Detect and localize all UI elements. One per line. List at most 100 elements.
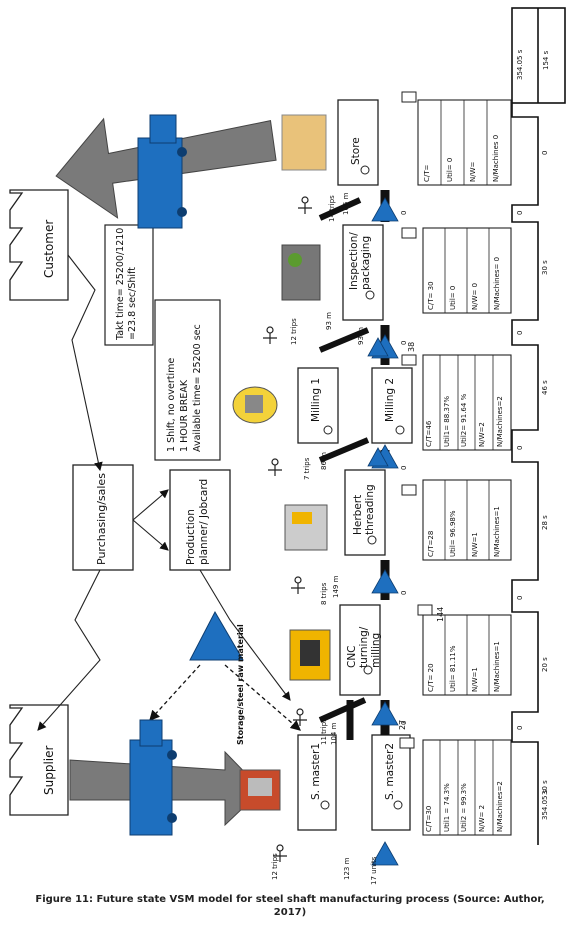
databox1-r4: N/W= 2: [478, 804, 486, 832]
databox3-r3: N/W=1: [471, 532, 479, 557]
timeline-wait-1: 0: [516, 725, 524, 730]
customer-label: Customer: [42, 219, 56, 278]
databox6-r2: Util= 0: [446, 157, 454, 182]
supplier-truck-icon: [129, 719, 177, 836]
transport6-distance: 106 m: [342, 192, 350, 215]
inventory-triangles: [367, 197, 399, 866]
purchasing-box: [72, 464, 134, 571]
timeline-pt-2: 20 s: [541, 657, 549, 672]
vsm-diagram: [9, 7, 566, 866]
transport1-trips: 12 trips: [271, 853, 279, 880]
process-symbols: [320, 165, 405, 810]
data-boxes: [417, 99, 512, 836]
shift-line1: 1 Shift, no overtime: [166, 357, 177, 452]
customer-truck-icon: [137, 114, 187, 229]
shift-line2: 1 HOUR BREAK: [179, 379, 190, 452]
databox4-r1: C/T=46: [425, 420, 433, 447]
databox4-r4: N/W=2: [478, 422, 486, 447]
machine-pictograms: [232, 114, 331, 811]
process-name-inspection: Inspection/ packaging: [348, 232, 372, 290]
storage-dashed-links: [149, 664, 301, 731]
databox5-r3: N/W= 0: [471, 282, 479, 310]
transport4-distance: 86 m: [320, 452, 328, 470]
purchasing-label: Purchasing/sales: [95, 473, 108, 565]
milling-machine-icon: [232, 386, 278, 424]
process-name-cnc: CNC turning/ milling: [346, 626, 382, 668]
databox5-r2: Util= 0: [449, 285, 457, 310]
transport2-trips: 11 trips: [320, 718, 328, 745]
databox4-r5: N/Machines=2: [496, 396, 504, 447]
databox2-badge: 144: [436, 606, 445, 622]
transport2-distance: 104 m: [330, 722, 338, 745]
databox3-r2: Util= 96.98%: [449, 510, 457, 557]
timeline-pt-3: 28 s: [541, 515, 549, 530]
databox2-r2: Util= 81.11%: [449, 645, 457, 692]
supplier-label: Supplier: [42, 745, 56, 795]
planner-label: Production planner/ Jobcard: [185, 478, 210, 565]
process-name-milling1: Milling 1: [310, 377, 322, 422]
takt-text: Takt time= 25200/1210 =23.8 sec/Shift: [115, 228, 139, 340]
databox3-r1: C/T=28: [427, 530, 435, 557]
herbert-machine-icon: [284, 504, 328, 551]
timeline-lead-total: 354.05 s: [516, 49, 524, 80]
timeline-wait-3: 0: [516, 445, 524, 450]
caption-line2: 2017): [273, 907, 307, 918]
info-flow-lines: [37, 254, 291, 731]
process-name-smaster1: S. master1: [310, 742, 322, 800]
transport1-units: 17 units: [370, 856, 378, 885]
timeline-ladder: [511, 7, 566, 845]
caption-line1: Figure 11: Future state VSM model for st…: [35, 894, 545, 905]
takt-line1: Takt time= 25200/1210: [115, 227, 126, 340]
process-name-smaster2: S. master2: [384, 742, 396, 800]
databox5-r4: N/Machines= 0: [493, 256, 501, 310]
databox1-r1: C/T=30: [425, 805, 433, 832]
planner-box: [169, 469, 231, 571]
databox3-r4: N/Machines=1: [493, 506, 501, 557]
transport3-trips: 8 trips: [320, 582, 328, 605]
timeline-pt-1: 30 s: [541, 780, 549, 795]
customer-factory-icon: [9, 189, 69, 301]
databox4-r3: Util2= 91.64 %: [460, 393, 468, 447]
timeline-pt-4: 46 s: [541, 380, 549, 395]
timeline-pt-5: 30 s: [541, 260, 549, 275]
databox1-r2: Util1 = 74.3%: [443, 783, 451, 832]
inventory-value-5: 0: [400, 210, 408, 215]
databox1-r5: N/Machines=2: [496, 781, 504, 832]
databox4-badge: 38: [407, 341, 416, 352]
shift-line3: Available time= 25200 sec: [192, 324, 203, 452]
transport5-distance: 93 m: [325, 312, 333, 330]
cnc-machine-icon: [289, 629, 331, 681]
transport4-trips: 7 trips: [303, 457, 311, 480]
inventory-value-3: 0: [400, 465, 408, 470]
databox2-r4: N/Machines=1: [493, 641, 501, 692]
shift-box: [154, 299, 221, 461]
databox1-r3: Util2 = 99.3%: [460, 783, 468, 832]
storage-triangle: [189, 610, 244, 661]
process-name-store: Store: [350, 137, 362, 165]
transport5-trips: 12 trips: [290, 318, 298, 345]
storage-label: Storage/steel raw material: [236, 624, 245, 745]
transport3-distance: 149 m: [332, 575, 340, 598]
timeline-wait-5: 0: [516, 210, 524, 215]
store-shelf-icon: [281, 114, 327, 171]
takt-line2: =23.8 sec/Shift: [127, 267, 138, 340]
data-box-dividers: [439, 100, 494, 835]
databox5-r1: C/T= 30: [427, 281, 435, 310]
transport1-distance: 123 m: [343, 857, 351, 880]
timeline-process-total: 154 s: [542, 50, 550, 70]
inventory-value-2: 0: [400, 590, 408, 595]
timeline-wait-2: 0: [516, 595, 524, 600]
process-boxes: [297, 99, 413, 831]
timeline-wait-4: 0: [516, 330, 524, 335]
diagonal-push-arrows: [318, 197, 370, 723]
databox2-r1: C/T= 20: [427, 663, 435, 692]
operator-icons: [263, 196, 312, 862]
figure-caption: Figure 11: Future state VSM model for st…: [0, 893, 580, 919]
takt-box: [104, 224, 154, 346]
transport6-trips: 14 trips: [328, 195, 336, 222]
timeline-pt-6: 0: [541, 150, 549, 155]
kaizen-marks: [399, 91, 433, 749]
inventory-value-4: 0: [400, 340, 408, 345]
databox6-r3: N/W=: [469, 161, 477, 182]
databox6-r4: N/Machines 0: [492, 134, 500, 182]
